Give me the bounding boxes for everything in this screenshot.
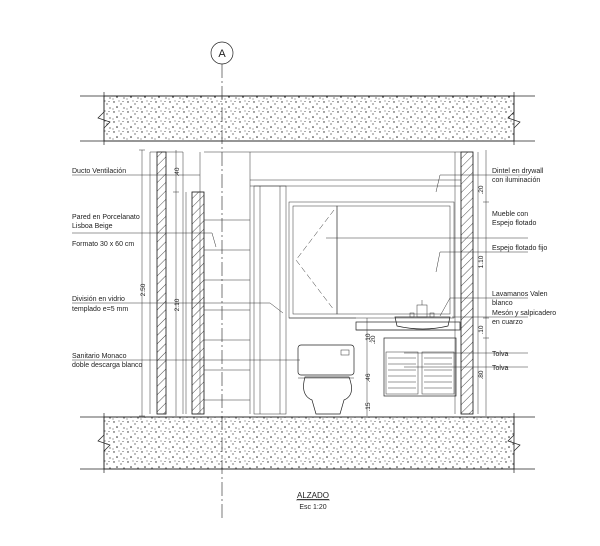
mirror-cabinet [288, 201, 455, 319]
dim-left-total: 2.50 [140, 283, 147, 296]
break-line-right-top [507, 92, 521, 145]
dim-center-b: .20 [370, 335, 377, 344]
right-labels: Dintel en drywall con iluminación Mueble… [492, 168, 556, 372]
sink [394, 300, 451, 330]
title-block: ALZADO Esc 1:20 [296, 491, 330, 511]
label-lavamanos-1: Lavamanos Valen [492, 291, 548, 298]
label-dintel-2: con iluminación [492, 177, 540, 184]
label-pared-3: Formato 30 x 60 cm [72, 241, 134, 248]
right-dimensions: .20 1.10 .10 .80 [478, 150, 489, 416]
label-pared-1: Pared en Porcelanato [72, 214, 140, 221]
tile-pattern [204, 219, 250, 401]
right-wall [460, 151, 474, 415]
label-mueble-1: Mueble con [492, 211, 528, 218]
dim-right-counter: .10 [478, 325, 485, 334]
counter [289, 317, 461, 331]
label-division-1: División en vidrio [72, 296, 125, 303]
axis-marker-label: A [218, 48, 226, 60]
vanity-cabinet [383, 337, 457, 397]
label-ducto: Ducto Ventilación [72, 168, 126, 175]
break-line-right-bottom [507, 413, 521, 473]
dim-left-h1: .40 [174, 167, 181, 176]
drawing-title: ALZADO [297, 491, 329, 500]
drawing-scale: Esc 1:20 [299, 504, 326, 511]
dim-right-mirror: 1.10 [478, 255, 485, 268]
top-slab [80, 92, 535, 145]
glass-partition [253, 185, 287, 415]
label-mueble-2: Espejo flotado [492, 220, 536, 227]
label-meson-2: en cuarzo [492, 319, 523, 326]
dim-right-base: .80 [478, 370, 485, 379]
left-wall [156, 151, 167, 415]
label-lavamanos-2: blanco [492, 300, 513, 307]
right-leaders [326, 174, 528, 368]
label-sanitario-1: Sanitario Monaco [72, 353, 127, 360]
break-line-left-bottom [97, 413, 111, 473]
left-labels: Ducto Ventilación Pared en Porcelanato L… [72, 168, 143, 369]
dim-center-d: .15 [365, 402, 372, 411]
toilet [297, 344, 355, 415]
label-dintel-1: Dintel en drywall [492, 168, 544, 175]
label-meson-1: Mesón y salpicadero [492, 310, 556, 317]
break-line-left-top [97, 92, 111, 145]
dim-right-top: .20 [478, 185, 485, 194]
label-pared-2: Lisboa Beige [72, 223, 113, 230]
label-tolva-1: Tolva [492, 351, 508, 358]
label-sanitario-2: doble descarga blanco [72, 362, 143, 369]
label-tolva-2: Tolva [492, 365, 508, 372]
dim-center-c: .46 [365, 373, 372, 382]
label-division-2: templado e=5 mm [72, 306, 128, 313]
left-leaders [72, 174, 300, 361]
dim-center-a: .10 [365, 333, 372, 342]
label-espejo: Espejo flotado fijo [492, 245, 547, 252]
left-dimensions: 2.50 .40 2.10 [139, 149, 181, 417]
bottom-slab [80, 413, 535, 473]
dim-left-h2: 2.10 [174, 298, 181, 311]
center-dimensions: .10 .20 .46 .15 [365, 318, 377, 416]
